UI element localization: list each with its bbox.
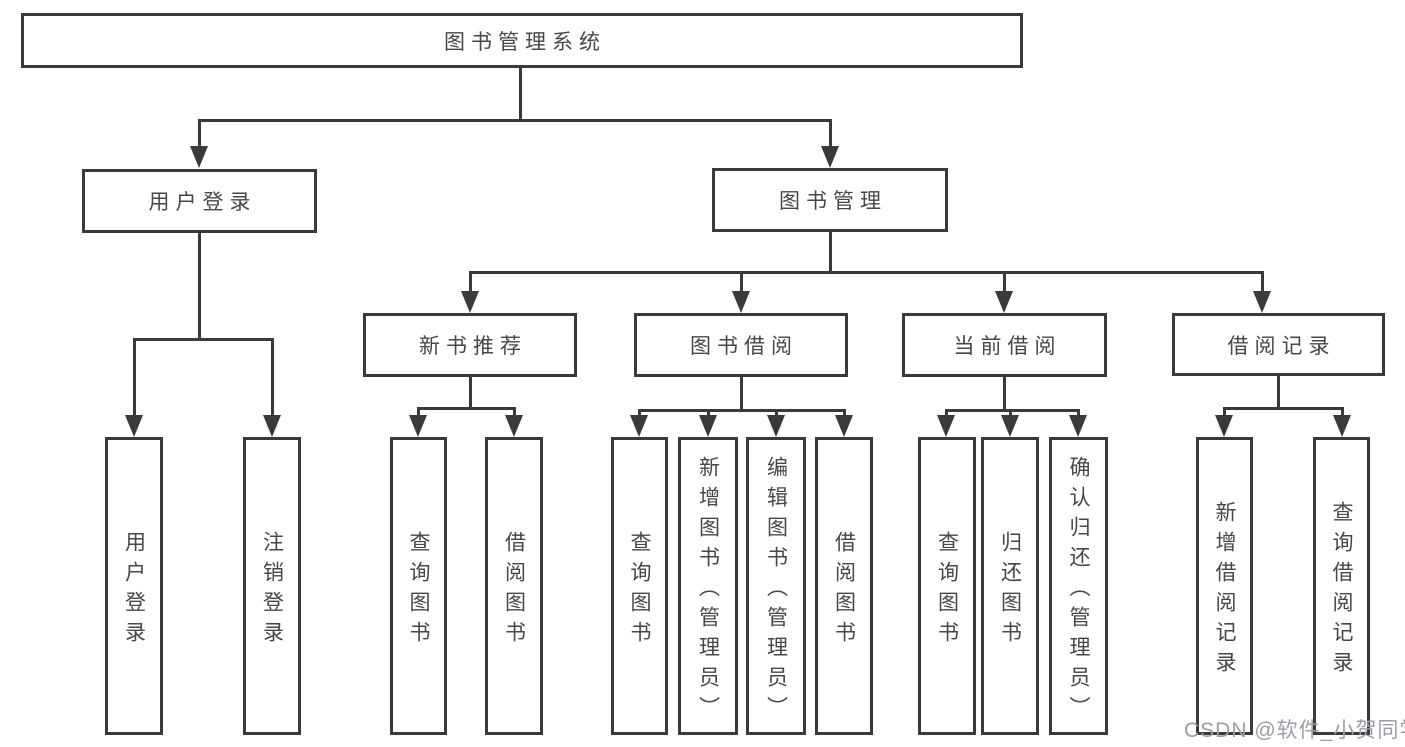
node-new-book-recommendation: 新书推荐 bbox=[363, 313, 577, 377]
connector-line bbox=[1003, 271, 1006, 293]
arrow-down-icon bbox=[732, 291, 750, 313]
arrow-down-icon bbox=[190, 146, 208, 168]
leaf-add-borrow-record: 新增借阅记录 bbox=[1196, 437, 1253, 735]
arrow-down-icon bbox=[505, 415, 523, 437]
connector-line bbox=[513, 407, 516, 418]
connector-line bbox=[271, 338, 274, 418]
connector-line bbox=[1223, 407, 1343, 410]
connector-line bbox=[829, 119, 832, 149]
connector-line bbox=[417, 407, 420, 418]
arrow-down-icon bbox=[995, 291, 1013, 313]
arrow-down-icon bbox=[461, 291, 479, 313]
leaf-borrow-books: 借阅图书 bbox=[815, 437, 873, 735]
arrow-down-icon bbox=[1001, 415, 1019, 437]
arrow-down-icon bbox=[767, 415, 785, 437]
connector-line bbox=[945, 409, 948, 418]
connector-line bbox=[638, 409, 846, 412]
node-current-borrowing: 当前借阅 bbox=[902, 313, 1107, 377]
arrow-down-icon bbox=[821, 146, 839, 168]
connector-line bbox=[469, 271, 1264, 274]
connector-line bbox=[1277, 374, 1280, 410]
connector-line bbox=[1261, 271, 1264, 293]
connector-line bbox=[417, 407, 516, 410]
connector-line bbox=[1009, 409, 1012, 418]
connector-line bbox=[707, 409, 710, 418]
connector-line bbox=[843, 409, 846, 418]
node-borrowing-records: 借阅记录 bbox=[1172, 313, 1385, 376]
arrow-down-icon bbox=[263, 415, 281, 437]
arrow-down-icon bbox=[1333, 415, 1351, 437]
connector-line bbox=[829, 230, 832, 274]
connector-line bbox=[1077, 409, 1080, 418]
connector-line bbox=[1003, 375, 1006, 412]
connector-line bbox=[519, 66, 522, 122]
connector-line bbox=[740, 375, 743, 412]
arrow-down-icon bbox=[1215, 415, 1233, 437]
leaf-add-books-admin: 新增图书（管理员） bbox=[678, 437, 738, 735]
leaf-return-books: 归还图书 bbox=[981, 437, 1039, 735]
arrow-down-icon bbox=[699, 415, 717, 437]
connector-line bbox=[198, 119, 832, 122]
leaf-user-login: 用户登录 bbox=[105, 437, 163, 735]
connector-line bbox=[945, 409, 1080, 412]
arrow-down-icon bbox=[1069, 415, 1087, 437]
leaf-query-borrow-record: 查询借阅记录 bbox=[1313, 437, 1370, 735]
connector-line bbox=[133, 338, 136, 418]
node-book-management: 图书管理 bbox=[712, 168, 948, 232]
leaf-edit-books-admin: 编辑图书（管理员） bbox=[746, 437, 806, 735]
connector-line bbox=[1223, 407, 1226, 418]
connector-line bbox=[469, 271, 472, 293]
arrow-down-icon bbox=[630, 415, 648, 437]
connector-line bbox=[198, 231, 201, 341]
node-book-borrowing: 图书借阅 bbox=[634, 313, 848, 377]
leaf-query-books-current: 查询图书 bbox=[918, 437, 976, 735]
leaf-query-books-recommend: 查询图书 bbox=[390, 437, 447, 735]
arrow-down-icon bbox=[835, 415, 853, 437]
watermark-text: CSDN @软件_小贺同学 bbox=[1184, 719, 1405, 742]
leaf-confirm-return-admin: 确认归还（管理员） bbox=[1049, 437, 1108, 735]
connector-line bbox=[198, 119, 201, 149]
connector-line bbox=[1341, 407, 1344, 418]
connector-line bbox=[133, 338, 274, 341]
connector-line bbox=[638, 409, 641, 418]
leaf-query-books-borrowing: 查询图书 bbox=[611, 437, 668, 735]
node-library-management-system: 图书管理系统 bbox=[21, 13, 1023, 68]
connector-line bbox=[740, 271, 743, 293]
arrow-down-icon bbox=[1253, 291, 1271, 313]
node-user-login: 用户登录 bbox=[82, 169, 317, 233]
leaf-borrow-books-recommend: 借阅图书 bbox=[485, 437, 543, 735]
connector-line bbox=[775, 409, 778, 418]
leaf-logout: 注销登录 bbox=[243, 437, 301, 735]
connector-line bbox=[469, 375, 472, 410]
arrow-down-icon bbox=[937, 415, 955, 437]
arrow-down-icon bbox=[409, 415, 427, 437]
arrow-down-icon bbox=[125, 415, 143, 437]
